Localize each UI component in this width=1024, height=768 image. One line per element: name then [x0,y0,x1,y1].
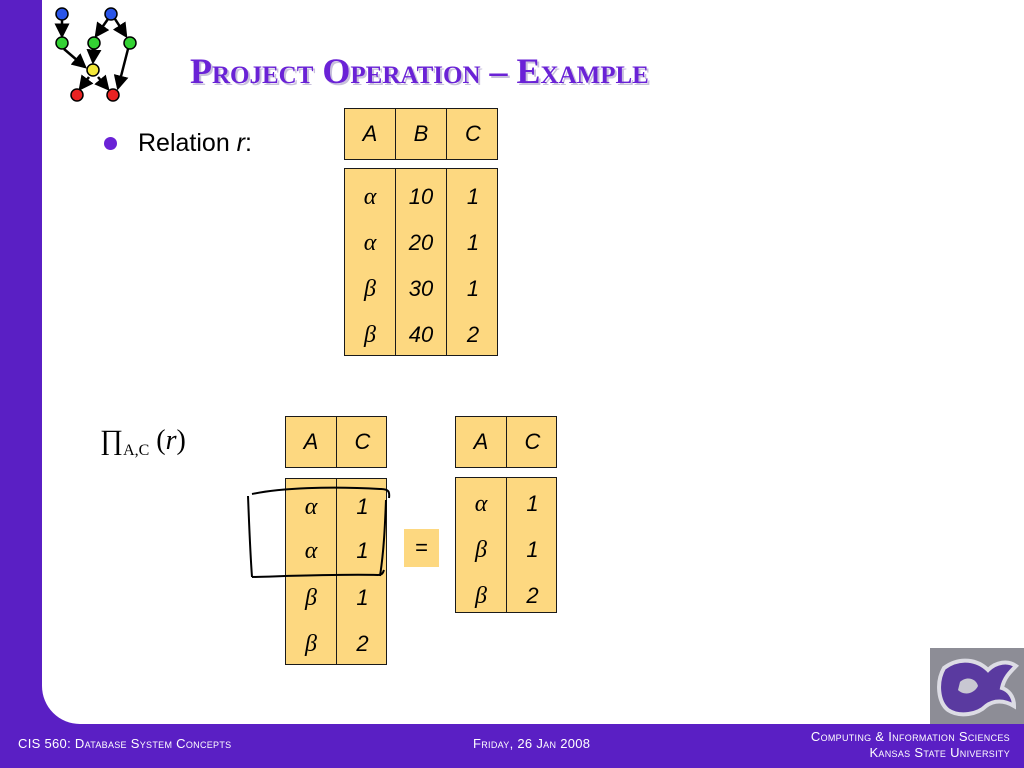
table-cell: 1 [356,538,369,563]
slide-canvas [42,0,1024,724]
footer-bar: CIS 560: Database System Concepts Friday… [0,724,1024,768]
column-c: 1 1 1 2 [337,479,388,664]
table-cell: β [364,276,376,302]
open-paren: ( [149,425,166,456]
graph-network-icon [54,7,137,102]
table-cell: 40 [408,322,434,347]
table-cell: α [474,491,488,517]
relation-r-body: α α β β 10 20 30 40 1 1 1 2 [344,168,498,356]
column-c: C [447,109,499,159]
relation-r-header: A B C [344,108,498,160]
slide-title: Project Operation – Example [190,51,649,91]
column-b: B [396,109,447,159]
header-cell: C [354,429,371,454]
projected-raw-header: A C [285,416,387,468]
projection-variable: r [165,425,177,456]
bullet-dot-icon [104,137,117,150]
table-cell: α [304,494,318,520]
column-a: A [456,417,507,467]
table-cell: 2 [356,631,369,656]
column-a: α α β β [286,479,337,664]
column-a: A [286,417,337,467]
bullet-variable: r [236,129,245,157]
table-cell: β [475,537,487,563]
footer-institution: Computing & Information Sciences Kansas … [811,729,1010,761]
table-cell: 20 [408,230,434,255]
table-cell: β [305,585,317,611]
header-cell: B [413,121,429,146]
table-cell: 1 [526,537,539,562]
bullet-label: Relation [138,129,237,157]
table-cell: 1 [466,230,480,255]
projected-raw-body: α α β β 1 1 1 2 [285,478,387,665]
table-cell: α [363,230,377,256]
table-cell: 30 [408,276,434,301]
table-cell: 1 [466,276,480,301]
footer-department: Computing & Information Sciences [810,729,1010,744]
bullet-suffix: : [245,129,252,157]
footer-date: Friday, 26 Jan 2008 [473,736,591,751]
close-paren: ) [176,425,186,456]
table-cell: 2 [526,583,539,608]
pi-symbol: ∏ [100,425,124,456]
header-cell: A [303,429,319,454]
table-cell: 1 [356,585,369,610]
table-cell: α [304,538,318,564]
handdrawn-duplicate-highlight [247,486,391,578]
column-c: C [337,417,388,467]
table-cell: β [475,583,487,609]
projection-subscript: A,C [123,442,150,459]
projected-result-header: A C [455,416,557,468]
table-cell: 1 [356,494,369,519]
table-cell: β [305,631,317,657]
table-cell: β [364,322,376,348]
header-cell: C [465,121,481,146]
equals-sign: = [404,529,439,567]
column-a: α α β β [345,169,396,355]
column-c: 1 1 1 2 [447,169,499,355]
column-c: C [507,417,558,467]
table-cell: 1 [466,184,480,209]
table-cell: 10 [408,184,434,209]
header-cell: A [473,429,489,454]
table-cell: α [363,184,377,210]
projected-result-body: α β β 1 1 2 [455,477,557,613]
column-c: 1 1 2 [507,478,558,612]
projection-expression: ∏A,C (r) [100,425,186,460]
column-a: A [345,109,396,159]
table-cell: 1 [526,491,539,516]
wildcat-logo-icon [930,648,1024,726]
footer-course: CIS 560: Database System Concepts [18,736,232,751]
footer-university: Kansas State University [869,745,1010,760]
header-cell: C [524,429,541,454]
left-frame [0,0,42,768]
bullet-relation-r: Relation r: [138,129,252,158]
table-cell: 2 [466,322,480,347]
header-cell: A [362,121,378,146]
column-b: 10 20 30 40 [396,169,447,355]
column-a: α β β [456,478,507,612]
